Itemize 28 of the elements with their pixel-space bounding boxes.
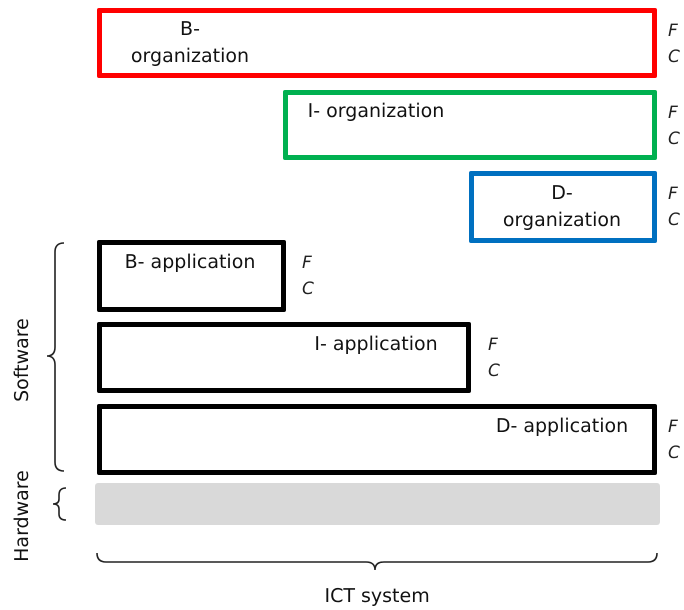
property-letter: C bbox=[488, 360, 500, 383]
property-letter: F bbox=[668, 416, 678, 439]
property-letter: C bbox=[668, 128, 680, 151]
layer-name: D- organization bbox=[502, 181, 622, 233]
property-letter: F bbox=[302, 252, 312, 275]
layer-name: I- organization bbox=[306, 99, 446, 124]
layer-box bbox=[97, 404, 657, 475]
property-letter: C bbox=[668, 46, 680, 69]
property-letter: C bbox=[302, 278, 314, 301]
layer-box bbox=[97, 240, 286, 312]
layer-group-label: Software bbox=[10, 318, 33, 402]
property-letter: C bbox=[668, 442, 680, 465]
layer-group-label: Hardware bbox=[10, 470, 33, 562]
layer-box bbox=[97, 8, 657, 78]
layer-name: B- application bbox=[124, 250, 256, 275]
property-letter: C bbox=[668, 209, 680, 232]
property-letter: F bbox=[668, 183, 678, 206]
layer-name: D- application bbox=[494, 414, 630, 438]
axis-label: ICT system bbox=[324, 585, 430, 607]
hardware-bar bbox=[95, 483, 660, 525]
property-letter: F bbox=[488, 334, 498, 357]
layer-name: B- organization bbox=[130, 17, 250, 69]
layer-box bbox=[469, 171, 657, 243]
property-letter: F bbox=[668, 20, 678, 43]
layer-name: I- application bbox=[313, 332, 439, 356]
property-letter: F bbox=[668, 102, 678, 125]
layer-box bbox=[97, 322, 471, 393]
layer-box bbox=[283, 90, 657, 160]
